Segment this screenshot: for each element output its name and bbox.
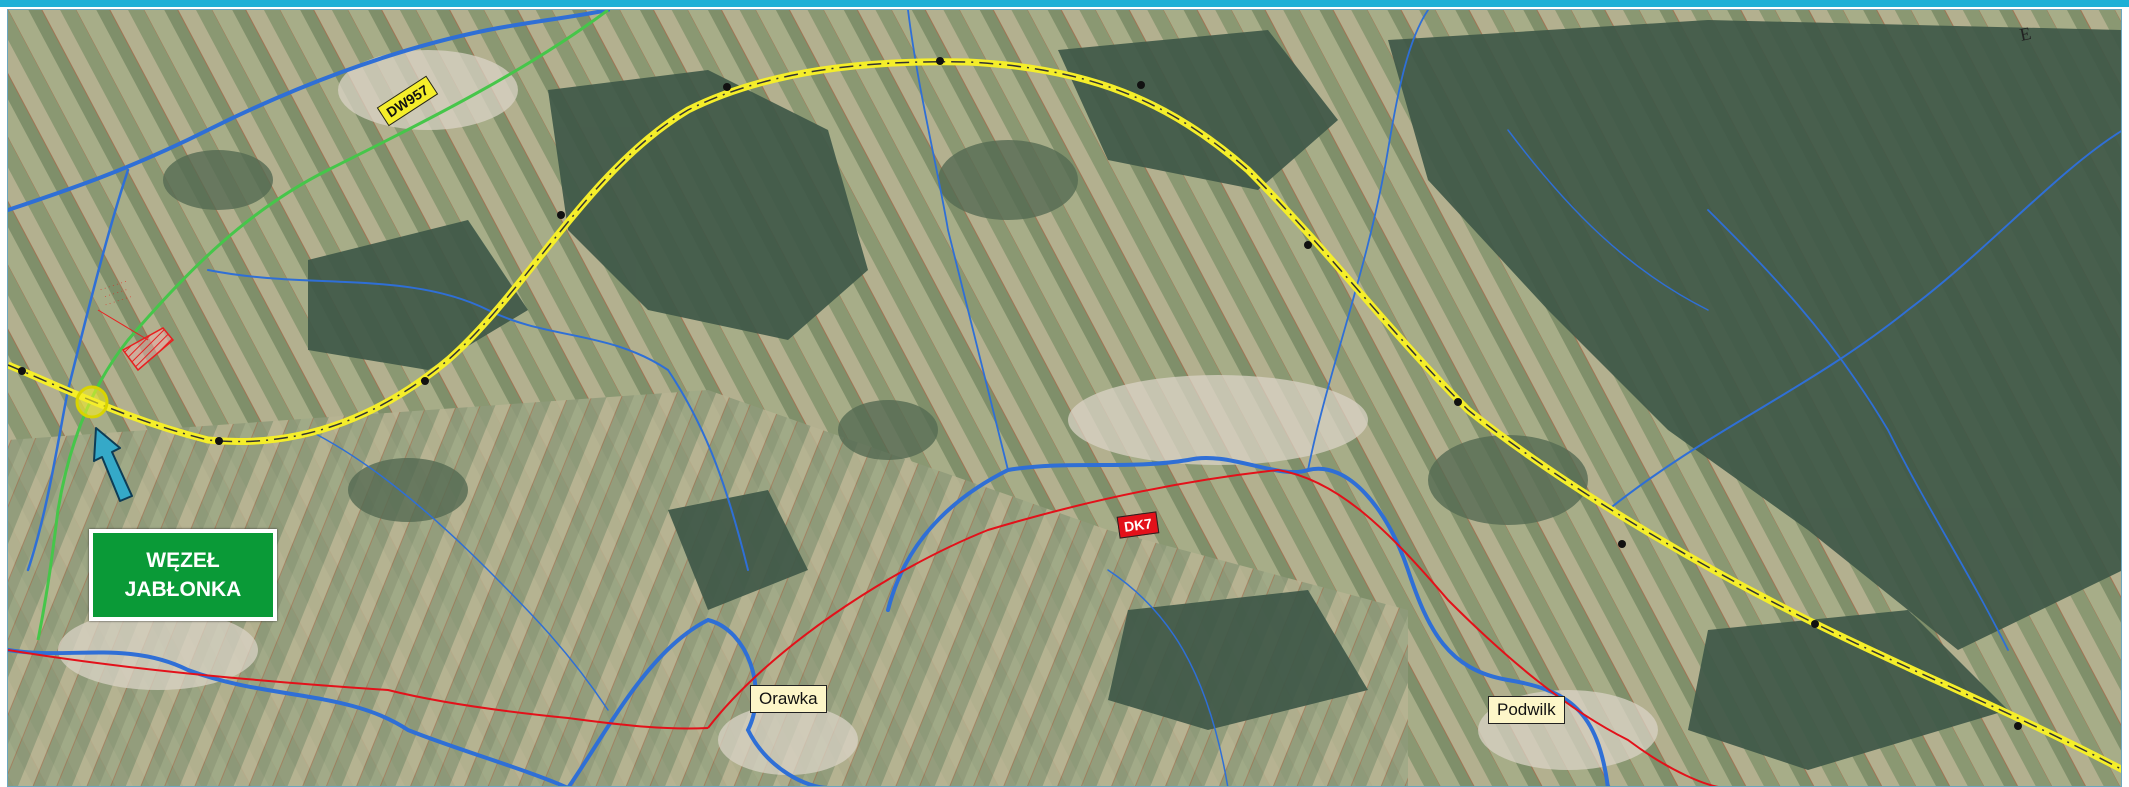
road-dw957 xyxy=(36,10,609,641)
forest-patches xyxy=(163,140,1588,525)
chainage-marker-icon xyxy=(18,57,2022,730)
junction-label-line-2: JABŁONKA xyxy=(124,578,242,601)
planned-expressway xyxy=(8,58,2121,773)
road-dk7-east xyxy=(707,468,1720,786)
junction-arrow-icon xyxy=(93,427,133,502)
aerial-map[interactable]: · · · · · · ·· · · · · ·· · · · · · · DW… xyxy=(7,9,2122,787)
junction-circle-icon[interactable] xyxy=(75,385,109,419)
reserve-hatch-icon xyxy=(121,327,175,372)
forest-areas xyxy=(308,20,2121,770)
top-accent-bar xyxy=(0,0,2129,7)
road-dk7-west xyxy=(8,649,709,730)
place-label-podwilk: Podwilk xyxy=(1488,696,1565,724)
reserve-leader-line xyxy=(97,309,149,341)
junction-label-line-1: WĘZEŁ xyxy=(146,549,220,572)
river-network xyxy=(8,10,2121,786)
aerial-map-svg xyxy=(8,10,2121,786)
place-label-orawka: Orawka xyxy=(750,685,827,713)
junction-label-box[interactable]: WĘZEŁ JABŁONKA xyxy=(89,529,277,621)
